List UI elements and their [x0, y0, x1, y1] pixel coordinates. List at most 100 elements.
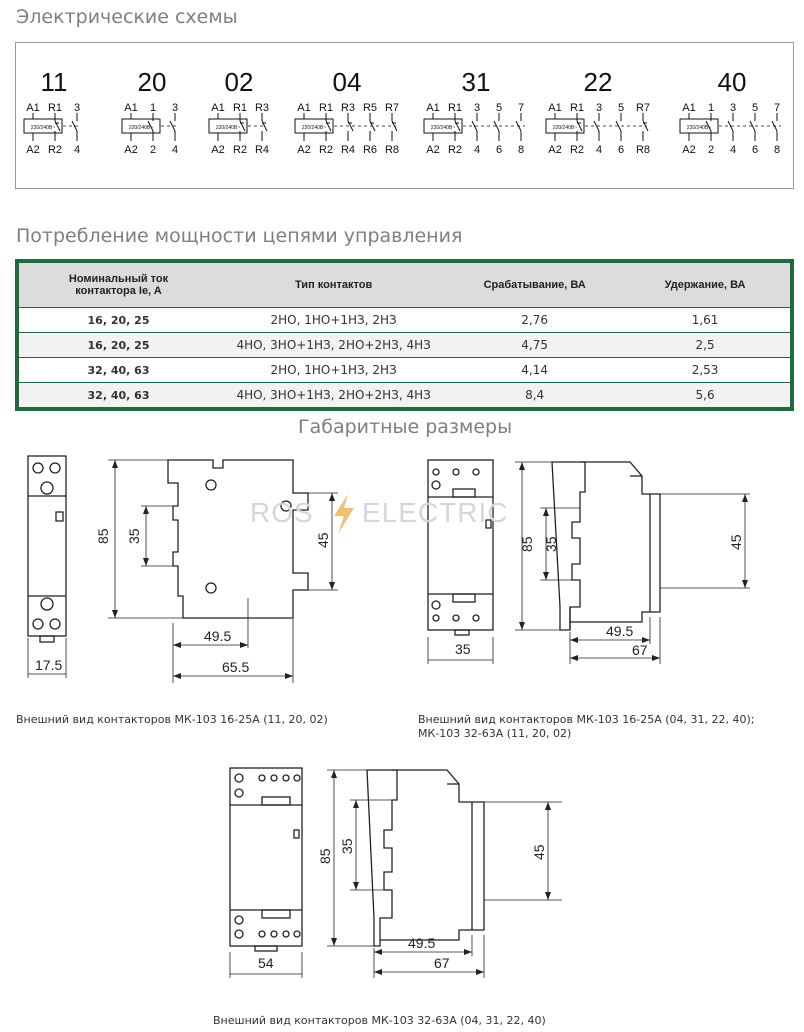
- dim-height-3: 85: [317, 848, 333, 864]
- scheme-code: 04: [333, 67, 362, 97]
- terminal-bottom-label: 4: [730, 144, 736, 156]
- coil-box: [294, 118, 334, 134]
- terminal-bottom-label: 8: [518, 144, 524, 156]
- scheme-code: 22: [584, 67, 613, 97]
- dimension-drawing-1: 85 35 45 49.5 65.5 17.5: [18, 448, 363, 688]
- terminal-top-label: 3: [596, 102, 602, 114]
- table-row: 16, 20, 25 4НО, 3НО+1НЗ, 2НО+2НЗ, 4НЗ 4,…: [17, 332, 792, 358]
- terminal-bottom-label: 4: [172, 144, 178, 156]
- coil-label: 220/240B~: [302, 125, 326, 131]
- terminal-top-label: A1: [682, 102, 695, 114]
- dim-depth-b-2: 67: [632, 642, 648, 658]
- cell-holding: 1,61: [620, 307, 792, 333]
- coil-box: [545, 118, 585, 134]
- terminal-top-label: R1: [48, 102, 62, 114]
- cell-pickup: 4,75: [449, 332, 621, 358]
- terminal-top-label: 5: [496, 102, 502, 114]
- cell-contact-type: 2НО, 1НО+1НЗ, 2НЗ: [218, 357, 450, 383]
- terminal-bottom-label: 2: [708, 144, 714, 156]
- no-contact: [593, 120, 600, 132]
- terminal-bottom-label: 2: [150, 144, 156, 156]
- caption-drawing-2: Внешний вид контакторов МК-103 16-25А (0…: [418, 713, 755, 726]
- terminal-top-label: R7: [636, 102, 650, 114]
- dim-inner-1: 35: [126, 528, 142, 544]
- no-contact: [727, 120, 734, 132]
- no-contact: [749, 120, 756, 132]
- watermark-right: ELECTRIC: [362, 497, 508, 528]
- dim-depth-a-2: 49.5: [606, 623, 633, 639]
- cell-contact-type: 2НО, 1НО+1НЗ, 2НЗ: [218, 307, 450, 333]
- terminal-bottom-label: 6: [752, 144, 758, 156]
- caption-drawing-1: Внешний вид контакторов МК-103 16-25А (1…: [16, 713, 328, 726]
- scheme-code: 02: [225, 67, 254, 97]
- cell-holding: 5,6: [620, 382, 792, 409]
- terminal-top-label: 3: [474, 102, 480, 114]
- terminal-bottom-label: R2: [570, 144, 584, 156]
- dim-inner-2: 35: [543, 536, 559, 552]
- no-contact: [71, 120, 78, 132]
- header-pickup: Срабатывание, ВА: [449, 261, 621, 308]
- table-row: 32, 40, 63 2НО, 1НО+1НЗ, 2НЗ 4,14 2,53: [17, 357, 792, 383]
- cell-current: 32, 40, 63: [17, 357, 219, 383]
- drawing-2-svg: 85 35 45 49.5 67 35: [427, 459, 750, 664]
- terminal-bottom-label: 8: [774, 144, 780, 156]
- drawing-1-svg: 85 35 45 49.5 65.5 17.5: [27, 455, 338, 683]
- coil-label: 220/240B~: [431, 125, 455, 131]
- terminal-top-label: A1: [548, 102, 561, 114]
- cell-holding: 2,53: [620, 357, 792, 383]
- dimensions-title: Габаритные размеры: [298, 416, 513, 438]
- terminal-top-label: R5: [363, 102, 377, 114]
- coil-label: 220/240B~: [31, 125, 55, 131]
- terminal-top-label: R1: [448, 102, 462, 114]
- terminal-top-label: 3: [172, 102, 178, 114]
- coil-box: [679, 118, 719, 134]
- scheme-code: 20: [138, 67, 167, 97]
- terminal-top-label: R7: [385, 102, 399, 114]
- terminal-top-label: A1: [297, 102, 310, 114]
- dim-width-3: 54: [258, 955, 274, 971]
- header-holding: Удержание, ВА: [620, 261, 792, 308]
- cell-pickup: 8,4: [449, 382, 621, 409]
- watermark: ROS ELECTRIC: [250, 494, 508, 534]
- scheme-code: 40: [718, 67, 747, 97]
- terminal-bottom-label: 4: [74, 144, 80, 156]
- dim-rail-3: 45: [531, 844, 547, 860]
- terminal-bottom-label: 4: [474, 144, 480, 156]
- dim-width-2: 35: [455, 641, 471, 657]
- dim-width-1: 17.5: [35, 657, 62, 673]
- terminal-top-label: R1: [570, 102, 584, 114]
- cell-contact-type: 4НО, 3НО+1НЗ, 2НО+2НЗ, 4НЗ: [218, 332, 450, 358]
- terminal-bottom-label: R2: [48, 144, 62, 156]
- no-contact: [615, 120, 622, 132]
- terminal-bottom-label: R2: [233, 144, 247, 156]
- dim-depth-a-1: 49.5: [204, 628, 231, 644]
- terminal-top-label: R3: [341, 102, 355, 114]
- no-contact: [147, 120, 154, 132]
- header-current-line2: контактора Ie, A: [75, 285, 162, 297]
- terminal-bottom-label: 6: [618, 144, 624, 156]
- terminal-bottom-label: R2: [448, 144, 462, 156]
- terminal-bottom-label: 6: [496, 144, 502, 156]
- no-contact: [493, 120, 500, 132]
- terminal-top-label: A1: [211, 102, 224, 114]
- scheme-code: 11: [41, 67, 68, 97]
- drawing-3-svg: 85 35 45 49.5 67 54: [229, 767, 562, 978]
- dimension-drawing-2: 85 35 45 49.5 67 35: [420, 452, 760, 667]
- terminal-bottom-label: A2: [297, 144, 310, 156]
- terminal-bottom-label: R4: [341, 144, 355, 156]
- dimension-drawing-3: 85 35 45 49.5 67 54: [222, 760, 572, 982]
- schemes-title: Электрические схемы: [16, 6, 238, 28]
- lightning-icon: [334, 494, 354, 534]
- no-contact: [169, 120, 176, 132]
- coil-label: 220/240B~: [687, 125, 711, 131]
- coil-box: [208, 118, 248, 134]
- no-contact: [471, 120, 478, 132]
